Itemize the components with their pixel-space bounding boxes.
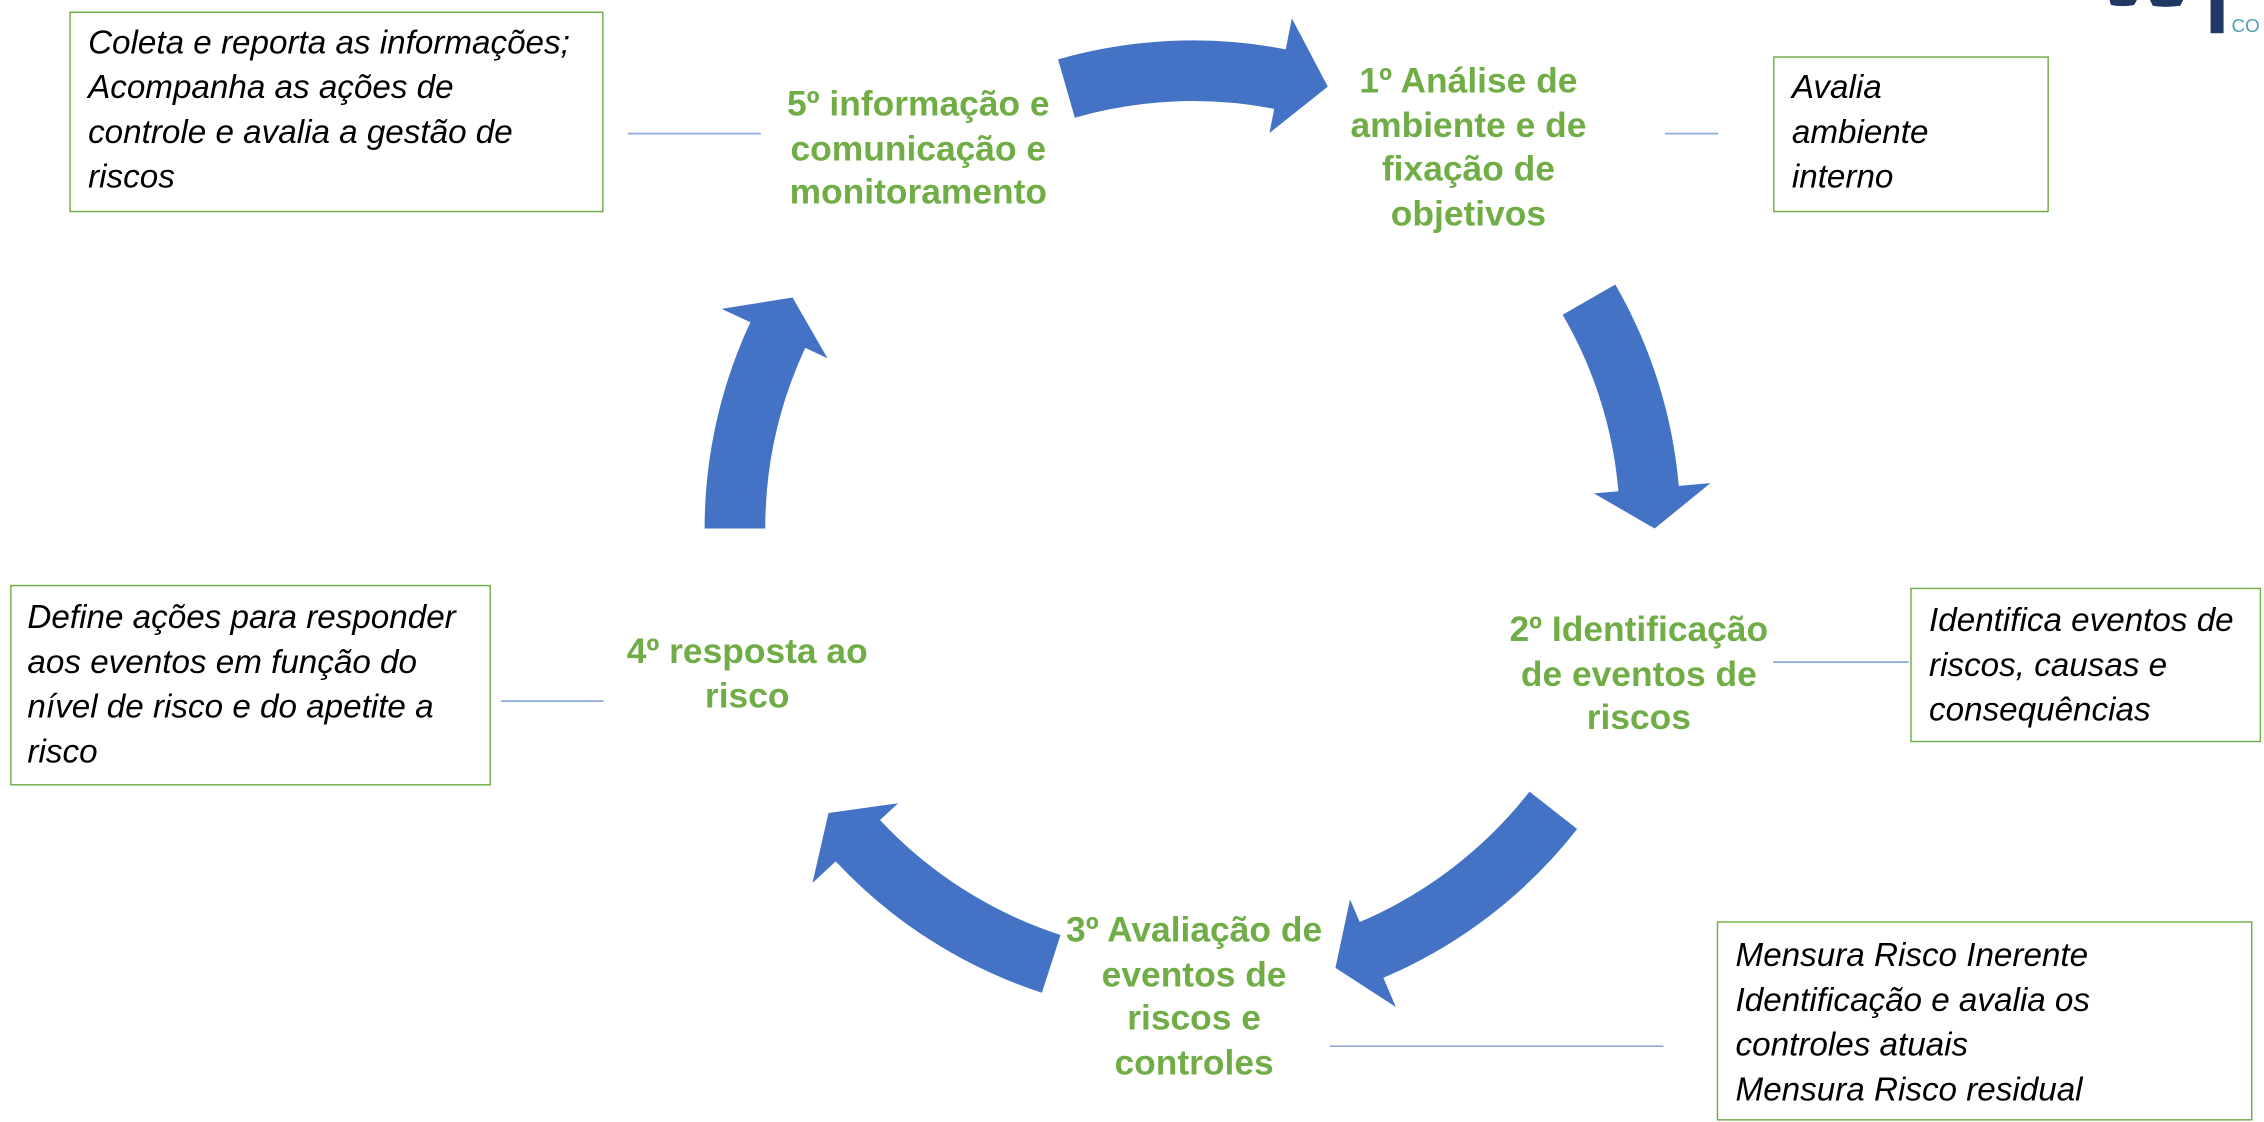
step-2-label: 2º Identificação de eventos de riscos xyxy=(1466,609,1813,741)
step-3-label-line: riscos e xyxy=(1127,999,1261,1039)
cycle-arrow-step-1-to-step-2 xyxy=(1562,284,1711,529)
company-logo-text: CO xyxy=(2232,15,2260,36)
step-3-description-line: Mensura Risco Inerente xyxy=(1735,935,2089,974)
company-logo-mark xyxy=(2109,0,2137,7)
cycle-arrow-step-3-to-step-4 xyxy=(812,803,1061,993)
step-1-label: 1º Análise de ambiente e de fixação de o… xyxy=(1295,61,1642,237)
step-1-label-line: 1º Análise de xyxy=(1359,62,1578,102)
step-5-description-line: controle e avalia a gestão de xyxy=(88,112,513,151)
step-5-description-line: Coleta e reporta as informações; xyxy=(88,23,570,61)
cycle-arrow-step-2-to-step-3 xyxy=(1335,791,1578,1008)
company-logo-bar xyxy=(2210,0,2224,34)
step-2-label-line: de eventos de xyxy=(1520,654,1757,694)
step-5-label: 5º informação e comunicação e monitorame… xyxy=(745,84,1092,216)
step-2-label-line: 2º Identificação xyxy=(1509,610,1769,650)
step-3-label-line: 3º Avaliação de xyxy=(1066,911,1323,951)
step-3-label: 3º Avaliação de eventos de riscos e cont… xyxy=(1021,910,1368,1086)
step-3-description-line: Identificação e avalia os xyxy=(1735,980,2091,1019)
step-3-description-line: Mensura Risco residual xyxy=(1735,1070,2083,1108)
step-5-description-box: Coleta e reporta as informações; Acompan… xyxy=(69,11,604,213)
step-3-label-line: controles xyxy=(1114,1043,1274,1083)
step-2-description-line: riscos, causas e xyxy=(1929,645,2168,684)
company-logo: CO xyxy=(2109,0,2260,36)
step-1-description-line: Avalia xyxy=(1791,67,1882,106)
step-4-label-line: 4º resposta ao xyxy=(626,632,868,672)
step-5-description-line: riscos xyxy=(88,157,175,195)
step-2-label-line: riscos xyxy=(1586,698,1691,738)
step-5-label-line: monitoramento xyxy=(789,173,1048,213)
step-2-description-line: consequências xyxy=(1929,690,2151,728)
step-5-label-line: 5º informação e xyxy=(787,85,1050,125)
step-2-description-line: Identifica eventos de xyxy=(1929,600,2234,639)
cycle-arrow-step-4-to-step-5 xyxy=(704,297,828,529)
step-2-description-box: Identifica eventos de riscos, causas e c… xyxy=(1910,587,2262,743)
step-4-description-line: aos eventos em função do xyxy=(27,642,417,681)
step-1-label-line: ambiente e de xyxy=(1350,106,1587,146)
step-5-label-line: comunicação e xyxy=(790,129,1047,169)
step-3-label-line: eventos de xyxy=(1101,955,1287,995)
step-4-description-line: risco xyxy=(27,732,98,770)
step-1-label-line: fixação de xyxy=(1381,150,1555,190)
step-1-description-box: Avalia ambiente interno xyxy=(1773,56,2049,213)
company-logo-mark xyxy=(2149,0,2184,7)
step-1-description-line: ambiente xyxy=(1791,112,1929,151)
cycle-arrow-step-5-to-step-1 xyxy=(1058,18,1328,133)
step-4-label: 4º resposta ao risco xyxy=(574,631,921,719)
step-5-description-line: Acompanha as ações de xyxy=(88,67,454,106)
step-4-label-line: risco xyxy=(704,676,790,716)
step-4-description-box: Define ações para responder aos eventos … xyxy=(10,584,491,786)
step-1-description-line: interno xyxy=(1791,157,1894,195)
step-4-description-line: Define ações para responder xyxy=(27,597,456,636)
step-4-description-line: nível de risco e do apetite a xyxy=(27,687,434,725)
step-3-description-line: controles atuais xyxy=(1735,1025,1969,1063)
step-1-label-line: objetivos xyxy=(1390,194,1547,234)
step-3-description-box: Mensura Risco Inerente Identificação e a… xyxy=(1716,921,2253,1121)
